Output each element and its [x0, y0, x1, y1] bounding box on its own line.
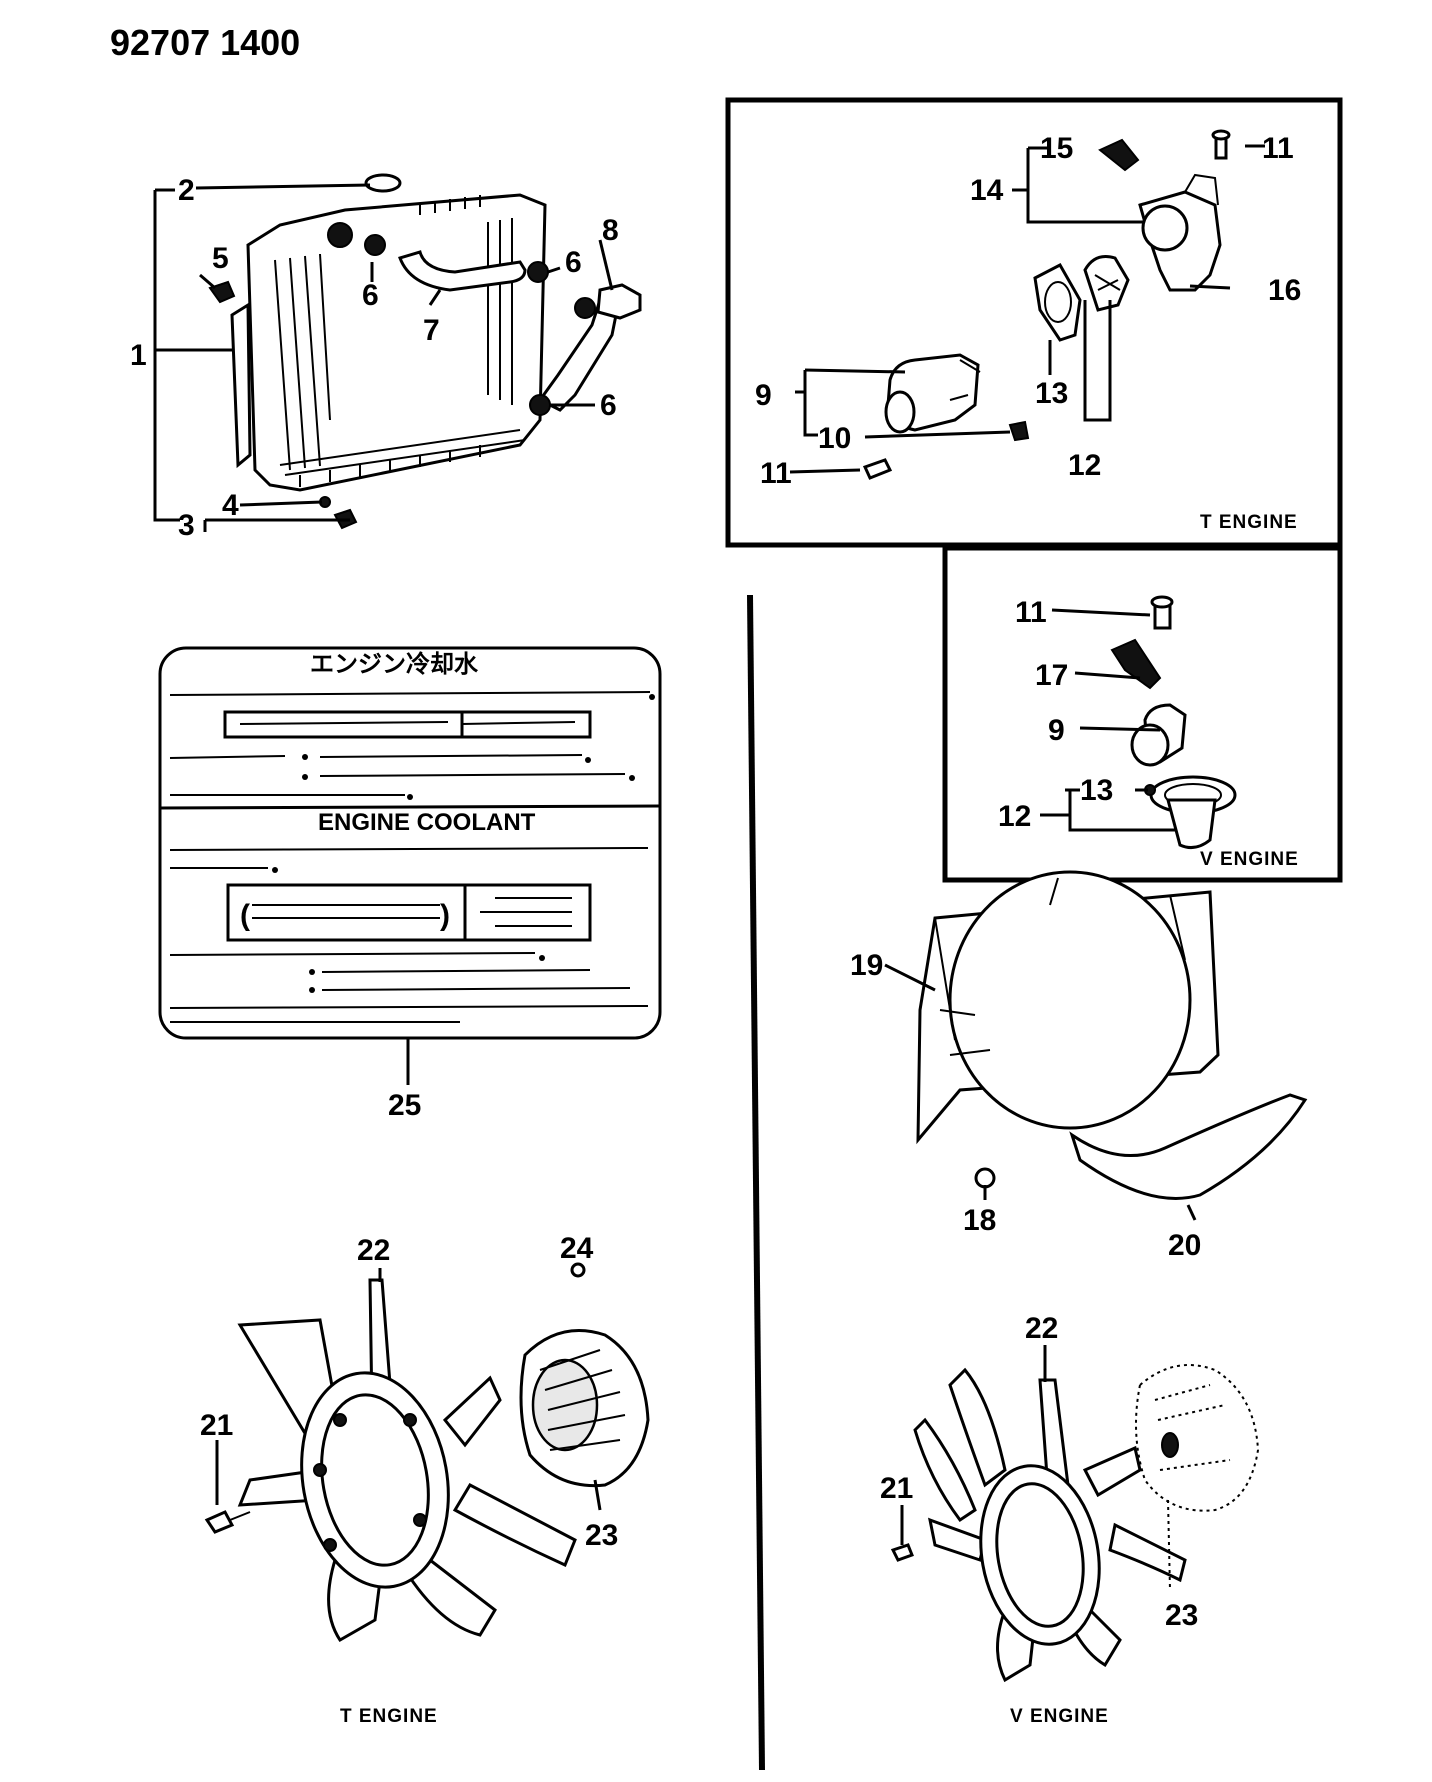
sensor-icon [1110, 638, 1162, 690]
nut-icon [570, 1262, 586, 1278]
fan-blade [1082, 1445, 1142, 1498]
fan-shroud-opening [948, 870, 1192, 1130]
callout-8: 8 [602, 214, 619, 247]
fan-blade [452, 1483, 577, 1568]
callout-21: 21 [880, 1472, 913, 1505]
thermostat [1083, 255, 1130, 312]
divider-line [747, 594, 765, 1771]
callout-5: 5 [212, 242, 229, 275]
callout-9: 9 [1048, 714, 1065, 747]
t-engine-caption: T ENGINE [1200, 512, 1298, 533]
callout-1: 1 [130, 339, 147, 372]
callout-12: 12 [998, 800, 1031, 833]
callout-23: 23 [585, 1519, 618, 1552]
decal-english-title: ENGINE COOLANT [318, 809, 536, 836]
callout-20: 20 [1168, 1229, 1201, 1262]
callout-23: 23 [1165, 1599, 1198, 1632]
thermostat [1166, 798, 1217, 850]
radiator-side-tank [230, 302, 252, 469]
gasket [1033, 263, 1082, 342]
t-engine-fan-group: 22 24 21 23 T ENGINE [200, 1232, 650, 1727]
v-engine-box: 11 17 9 13 12 V ENGINE [942, 545, 1343, 883]
callout-18: 18 [963, 1204, 996, 1237]
callout-19: 19 [850, 949, 883, 982]
bolt-icon [862, 458, 893, 480]
svg-text:): ) [440, 899, 450, 932]
water-outlet-pipe [884, 390, 916, 434]
hose-clamp-icon [364, 234, 386, 256]
t-engine-box: 15 14 11 16 13 12 9 10 11 T ENGINE [725, 97, 1343, 548]
coolant-decal: エンジン冷却水 ENGINE COOLANT ( ) [158, 646, 662, 1122]
fan-shroud-group: 19 18 20 [850, 870, 1308, 1262]
radiator-top-tank [419, 195, 481, 215]
decal-japanese-title: エンジン冷却水 [310, 650, 479, 678]
radiator-bottom-tank [279, 429, 526, 476]
radiator-group: 1 2 3 4 5 6 6 6 7 8 [130, 173, 642, 542]
fan-blade [948, 1367, 1007, 1488]
hose-fitting [596, 283, 642, 320]
thermostat-housing-port [1141, 204, 1189, 252]
fan-clutch-hub [1161, 1432, 1179, 1458]
fan-blade [1108, 1522, 1187, 1583]
callout-13: 13 [1080, 774, 1113, 807]
hose-clamp-icon [574, 297, 596, 319]
callout-6a: 6 [362, 279, 379, 312]
callout-13: 13 [1035, 377, 1068, 410]
callout-21: 21 [200, 1409, 233, 1442]
fan-blade [928, 1517, 987, 1562]
diagram-code: 92707 1400 [110, 22, 300, 63]
callout-6b: 6 [565, 246, 582, 279]
water-outlet-pipe [1130, 723, 1170, 767]
callout-16: 16 [1268, 274, 1301, 307]
hose-clamp-icon [527, 261, 549, 283]
callout-10: 10 [818, 422, 851, 455]
radiator-cap [364, 173, 402, 193]
callout-11b: 11 [760, 457, 792, 490]
svg-text:(: ( [240, 899, 250, 932]
callout-2: 2 [178, 174, 195, 207]
callout-11: 11 [1015, 596, 1047, 629]
hose-clamp-icon [529, 394, 551, 416]
fan-blade [442, 1375, 502, 1448]
callout-22: 22 [357, 1234, 390, 1267]
t-engine-frame [725, 97, 1343, 548]
callout-3: 3 [178, 509, 195, 542]
callout-11a: 11 [1262, 132, 1294, 165]
fan-blade [913, 1417, 977, 1523]
upper-hose [398, 250, 527, 292]
v-engine-fan-group: 22 21 23 V ENGINE [880, 1312, 1260, 1727]
fan-hub-inner [320, 1393, 430, 1567]
shroud-bolt-icon [974, 1167, 996, 1189]
callout-9: 9 [755, 379, 772, 412]
bolt-icon [890, 1543, 914, 1562]
callout-14: 14 [970, 174, 1004, 207]
callout-22: 22 [1025, 1312, 1058, 1345]
callout-25: 25 [388, 1089, 421, 1122]
bracket-bolt-icon [208, 280, 236, 304]
callout-6c: 6 [600, 389, 617, 422]
callout-7: 7 [423, 314, 440, 347]
hose-clamp-icon [327, 222, 353, 248]
v-engine-caption: V ENGINE [1200, 849, 1299, 870]
fan-clutch [1135, 1364, 1260, 1512]
callout-12: 12 [1068, 449, 1101, 482]
decal-outline [158, 646, 662, 1040]
radiator-fins [274, 218, 513, 471]
t-engine-fan-caption: T ENGINE [340, 1706, 438, 1727]
fan-blade [402, 1558, 497, 1637]
callout-17: 17 [1035, 659, 1068, 692]
v-engine-frame [942, 545, 1343, 883]
sensor-icon [1098, 138, 1140, 172]
v-engine-fan-caption: V ENGINE [1010, 1706, 1109, 1727]
fan-hub-inner [995, 1482, 1085, 1628]
callout-24: 24 [560, 1232, 594, 1265]
plug-icon [1008, 420, 1030, 442]
callout-15: 15 [1040, 132, 1073, 165]
lower-shroud [1069, 1093, 1308, 1200]
callout-4: 4 [222, 489, 239, 522]
bolt-icon [204, 1510, 235, 1534]
bolt-icon [1214, 136, 1228, 160]
